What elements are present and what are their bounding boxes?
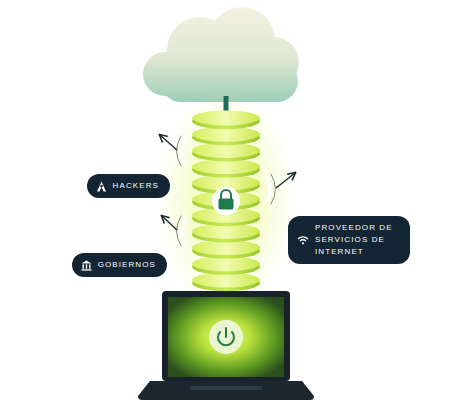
laptop xyxy=(138,381,314,400)
laptop xyxy=(138,291,314,400)
tunnel-glow xyxy=(156,90,296,310)
pill-label: HACKERS xyxy=(113,180,159,192)
shock-wave xyxy=(177,136,276,246)
pill-label: GOBIERNOS xyxy=(98,259,156,271)
cloud xyxy=(143,7,299,102)
lock-icon xyxy=(219,199,234,210)
pill-label: PROVEEDOR DE SERVICIOS DE INTERNET xyxy=(315,222,399,258)
shock-wave xyxy=(177,136,182,166)
threat-pill: GOBIERNOS xyxy=(72,253,167,277)
deflect-arrow xyxy=(276,173,295,188)
coin-stack xyxy=(192,111,260,292)
shock-wave xyxy=(271,174,276,204)
deflect-arrow xyxy=(162,216,177,230)
shock-wave xyxy=(266,176,270,202)
laptop xyxy=(190,386,262,390)
laptop xyxy=(209,320,243,354)
wifi-icon xyxy=(297,235,309,245)
lock-icon xyxy=(212,187,240,215)
shock-wave xyxy=(177,216,182,246)
shock-wave xyxy=(182,218,186,244)
threat-pill: HACKERS xyxy=(87,174,170,198)
building-icon xyxy=(81,260,92,271)
isp-pill: PROVEEDOR DE SERVICIOS DE INTERNET xyxy=(288,216,410,264)
deflect-arrow xyxy=(160,135,177,150)
shock-wave xyxy=(182,138,186,164)
coin-stack xyxy=(192,111,260,126)
lock-icon xyxy=(221,190,231,199)
laptop xyxy=(168,297,284,377)
laptop xyxy=(162,291,290,381)
laptop xyxy=(225,328,227,337)
lock-icon xyxy=(212,187,240,215)
deflect-arrow xyxy=(160,135,295,230)
hacker-icon xyxy=(96,181,107,192)
